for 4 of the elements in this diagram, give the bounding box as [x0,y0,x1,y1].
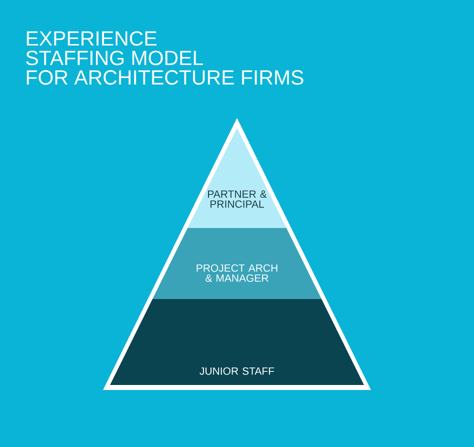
title: EXPERIENCE STAFFING MODEL FOR ARCHITECTURE FIRMS [26,31,304,85]
pyramid-tier: PROJECT ARCH & MANAGER [152,228,322,299]
pyramid-tier: PARTNER & PRINCIPAL [188,128,286,228]
pyramid-tier: JUNIOR STAFF [110,299,364,385]
